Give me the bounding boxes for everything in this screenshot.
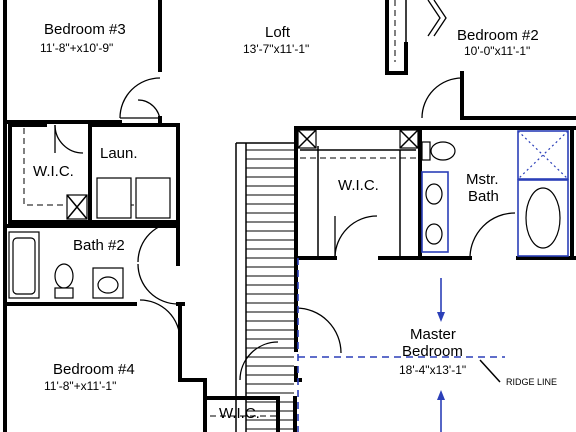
washer [96,177,132,219]
walls [3,0,576,432]
doors [54,0,516,381]
wall-wic-left [8,123,92,224]
tub [517,179,569,257]
shower-drain [517,130,569,180]
wall-bedroom2-left [385,0,408,75]
stairs [235,143,294,432]
ridge-annotations [297,258,505,432]
corner-boxes [297,129,419,149]
stair-treads [246,149,294,430]
sink-upper [425,183,443,205]
bedroom2-dims: 10'-0"x11'-1" [464,44,531,58]
sink-lower [425,223,443,245]
master-bath-name-1: Mstr. [466,171,499,188]
master-bedroom-dims: 18'-4"x13'-1" [399,363,467,377]
door-master-bath [469,212,516,259]
door-bath2 [137,263,179,305]
door-bifold-bedroom2-b [433,0,447,37]
dryer [135,177,171,219]
toilet-bowl [54,263,74,289]
bath2-name: Bath #2 [73,237,125,254]
shower [517,130,569,180]
door-wic-master [334,215,378,259]
toilet-master [430,141,456,161]
wall-bedroom4-right [178,302,207,432]
master-bath-fixtures [421,130,569,257]
master-bedroom-name-1: Master [410,326,456,343]
door-bedroom4 [139,299,181,341]
bedroom2-name: Bedroom #2 [457,27,539,44]
door-bedroom3-b [137,99,161,123]
box-wic-left-x [297,129,317,149]
shelf-wic-left [23,128,70,206]
toilet-tank [54,287,74,299]
wall-bedroom3-left [3,0,122,124]
door-bedroom3 [119,77,161,119]
bedroom3-name: Bedroom #3 [44,21,126,38]
bathtub-inner [12,237,36,295]
master-bedroom-name-2: Bedroom [402,343,463,360]
laundry-name: Laun. [100,145,138,162]
wic-bottom-name: W.I.C. [219,405,260,422]
toilet-master-tank [421,141,431,161]
wic-left-name: W.I.C. [33,163,74,180]
bedroom4-dims: 11'-8"+x11'-1" [44,379,117,393]
arrow-down-head [437,312,445,322]
water-heater-x [66,194,88,220]
loft-name: Loft [265,24,291,41]
bedroom3-dims: 11'-8"+x10'-9" [40,41,114,55]
wall-bedroom2-bottom [460,71,576,120]
bedroom4-name: Bedroom #4 [53,361,135,378]
box-wic-right-x [399,129,419,149]
master-bath-name-2: Bath [468,188,499,205]
door-wic-bottom [239,341,279,381]
door-wic-left [54,124,84,154]
loft-dims: 13'-7"x11'-1" [243,42,310,56]
arrow-up-head [437,390,445,400]
double-vanity [421,171,449,253]
laundry-appliances [66,177,171,220]
door-master [295,307,342,354]
ridge-leader [479,359,501,383]
tub-basin [525,187,561,249]
door-bedroom2 [421,77,463,119]
door-laundry [137,221,179,263]
ridge-line-label: RIDGE LINE [506,377,558,387]
sink [97,276,119,294]
door-bifold-bedroom2 [427,0,441,37]
wic-master-name: W.I.C. [338,177,379,194]
wall-wic-bottom [203,396,280,432]
bath2-fixtures [8,231,124,299]
stair-rail [235,143,247,432]
